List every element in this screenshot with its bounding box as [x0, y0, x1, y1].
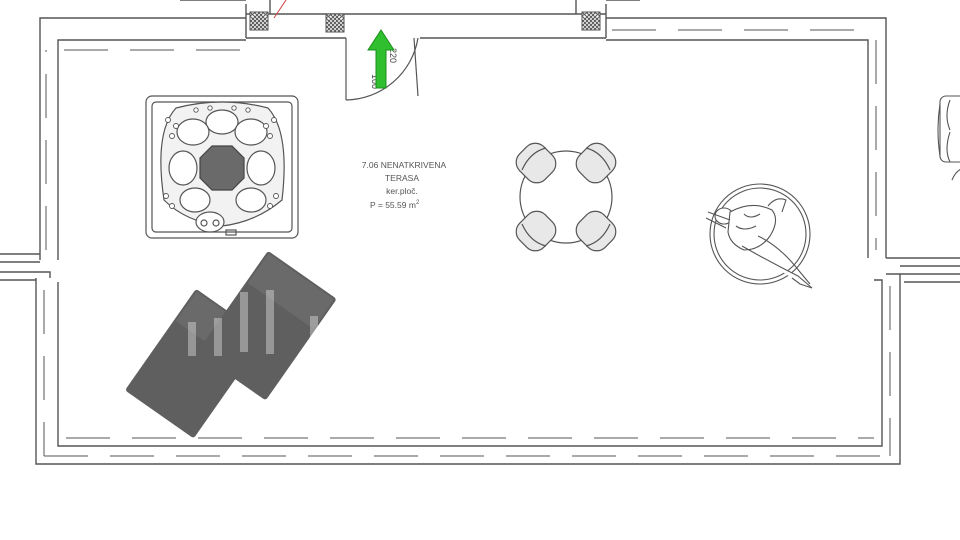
door-swing-icon	[345, 37, 419, 101]
parapet-dashes	[43, 29, 891, 457]
room-floor-finish: ker.ploč.	[386, 186, 418, 196]
door-dimension-width: 100	[370, 74, 380, 89]
lounger-icon	[126, 251, 336, 438]
entry-arrow-icon	[367, 29, 395, 89]
section-marker-line	[273, 0, 287, 19]
round-table-icon	[515, 142, 617, 252]
room-label: 7.06 NENATKRIVENA TERASA ker.ploč. P = 5…	[362, 160, 447, 210]
door-dimension-height: 220	[388, 48, 398, 63]
partial-armchair-icon	[937, 95, 960, 181]
room-area-sup: 2	[416, 200, 420, 206]
hot-tub-icon	[145, 95, 299, 239]
room-name-line2: TERASA	[385, 173, 419, 183]
walls	[0, 0, 960, 465]
person-figure-icon	[705, 183, 813, 289]
chair-icon	[515, 142, 617, 252]
room-area-value: 55.59	[385, 200, 407, 210]
window-icon	[249, 11, 601, 33]
room-name-line1: 7.06 NENATKRIVENA	[362, 160, 447, 170]
room-area-unit: m	[409, 200, 416, 210]
room-area-prefix: P =	[370, 200, 385, 210]
room-area: P = 55.59 m2	[370, 200, 420, 210]
watermark	[188, 290, 318, 356]
